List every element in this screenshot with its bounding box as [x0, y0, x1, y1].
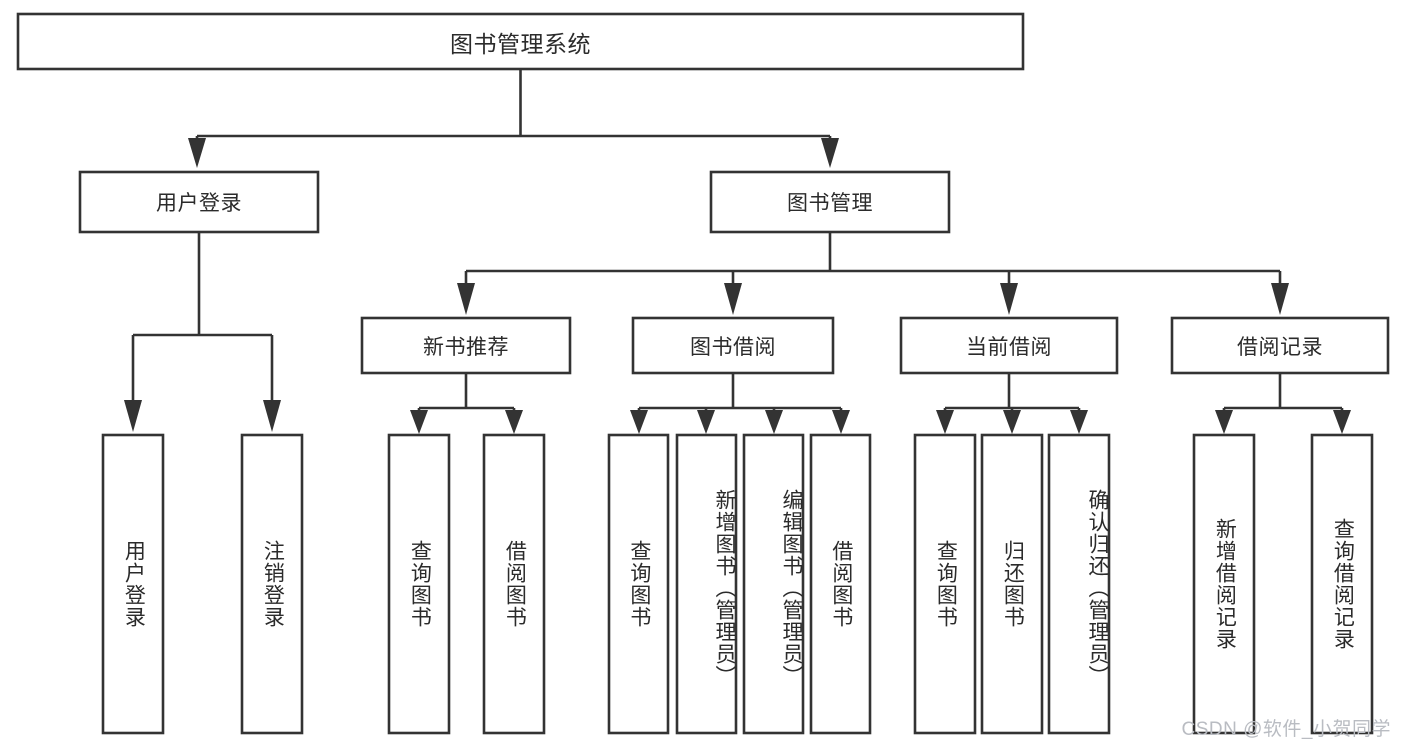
node-box-user-login[interactable] [78, 170, 320, 234]
node-box-root[interactable] [16, 12, 1025, 71]
arrow-head-book-borrow [724, 283, 742, 315]
arrow-head-br-leaf-1 [1215, 410, 1233, 434]
arrow-head-cb-leaf-2 [1003, 410, 1021, 434]
node-box-leaf-nbr-query-book[interactable] [387, 433, 451, 735]
node-box-leaf-bb-query-book[interactable] [607, 433, 670, 735]
node-box-leaf-cb-query-book[interactable] [913, 433, 977, 735]
node-box-current-borrow[interactable] [899, 316, 1119, 375]
arrow-head-leaf-logout [263, 400, 281, 432]
arrow-head-new-book [457, 283, 475, 315]
arrow-head-leaf-user-login [124, 400, 142, 432]
node-box-book-manage[interactable] [709, 170, 951, 234]
node-box-leaf-br-add-record[interactable] [1192, 433, 1256, 735]
arrow-head-current-borrow [1000, 283, 1018, 315]
node-box-leaf-logout[interactable] [240, 433, 304, 735]
arrow-head-bb-leaf-1 [630, 410, 648, 434]
arrow-head-nbr-leaf-2 [505, 410, 523, 434]
arrow-head-cb-leaf-3 [1070, 410, 1088, 434]
node-box-new-book-recommend[interactable] [360, 316, 572, 375]
node-box-leaf-br-query-record[interactable] [1310, 433, 1374, 735]
arrow-head-borrow-record [1271, 283, 1289, 315]
arrow-head-nbr-leaf-1 [410, 410, 428, 434]
node-box-borrow-records[interactable] [1170, 316, 1390, 375]
node-box-leaf-bb-edit-book[interactable] [742, 433, 805, 735]
node-box-leaf-bb-borrow-book[interactable] [809, 433, 872, 735]
arrow-head-cb-leaf-1 [936, 410, 954, 434]
node-box-book-borrow[interactable] [631, 316, 835, 375]
node-box-leaf-cb-return-book[interactable] [980, 433, 1044, 735]
node-box-leaf-user-login[interactable] [101, 433, 165, 735]
node-box-leaf-bb-add-book[interactable] [675, 433, 738, 735]
arrow-head-book-manage [821, 138, 839, 168]
arrow-head-br-leaf-2 [1333, 410, 1351, 434]
arrow-head-bb-leaf-2 [697, 410, 715, 434]
arrow-head-user-login [188, 138, 206, 168]
node-box-leaf-cb-confirm-return[interactable] [1047, 433, 1111, 735]
arrow-head-bb-leaf-4 [832, 410, 850, 434]
arrow-head-bb-leaf-3 [765, 410, 783, 434]
node-box-leaf-nbr-borrow-book[interactable] [482, 433, 546, 735]
